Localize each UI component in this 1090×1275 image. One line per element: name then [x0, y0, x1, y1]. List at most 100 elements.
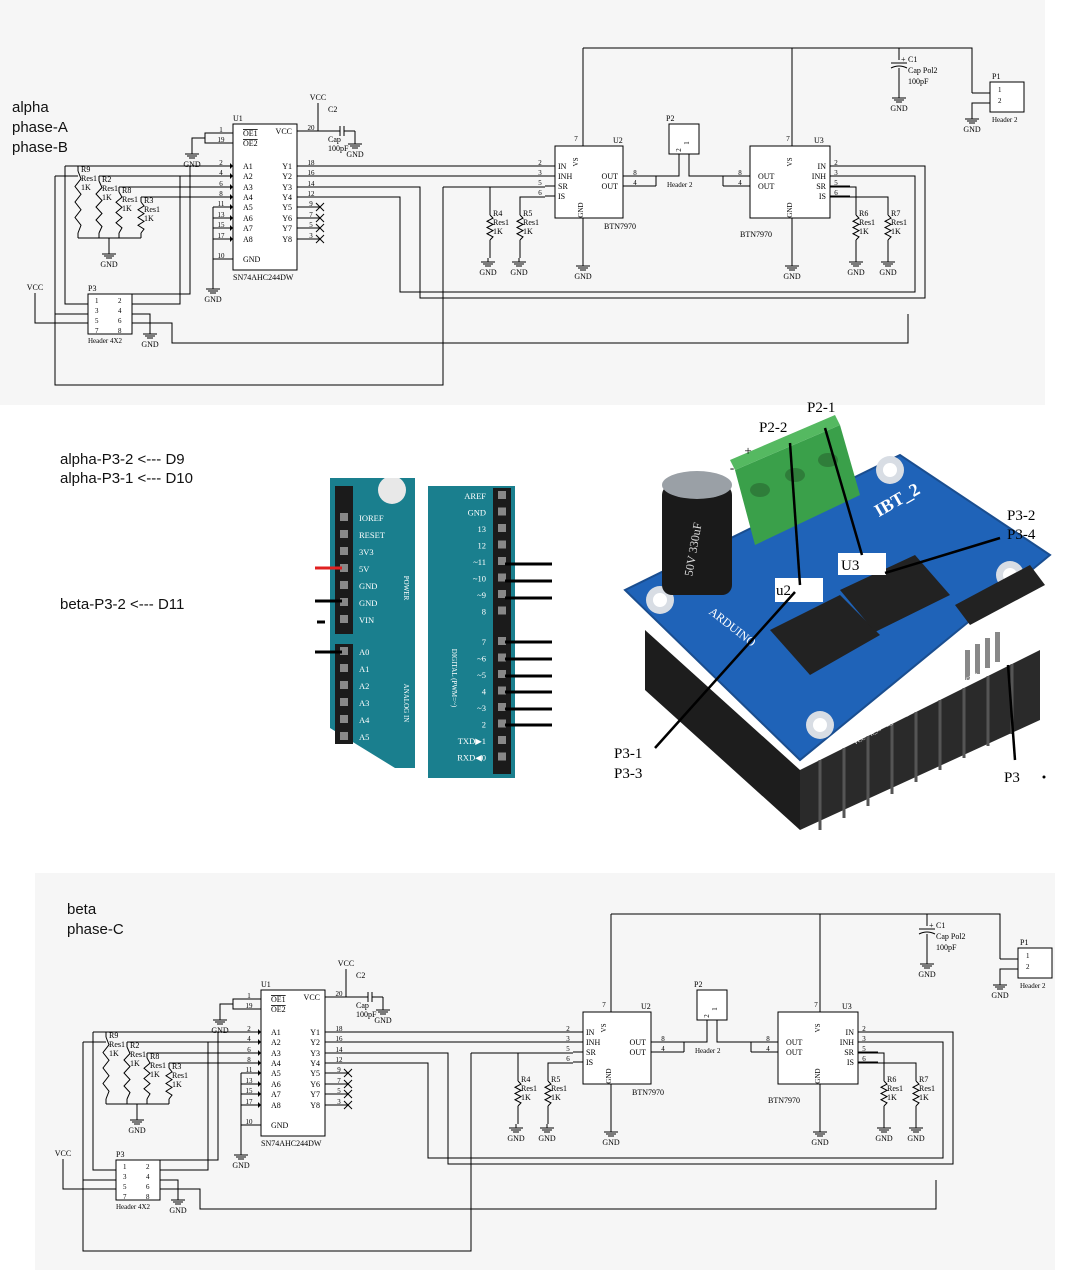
u2-pin-number: 4 — [661, 1045, 665, 1053]
header-pin — [995, 632, 1000, 662]
u1-pin-name: VCC — [304, 993, 320, 1002]
no-connect — [343, 1079, 353, 1089]
c1-plus: + — [929, 921, 934, 930]
header-pin — [965, 650, 970, 680]
digital-pin-label: TXD▶1 — [458, 736, 486, 746]
note-phase-b: phase-B — [12, 139, 68, 156]
header-pin — [340, 647, 348, 655]
resistor-value: 1K — [150, 1070, 160, 1079]
power-pin-label: 5V — [359, 564, 370, 574]
u2-pin-name: IN — [558, 162, 567, 171]
p3-body — [115, 1159, 161, 1201]
u3-ref: U3 — [842, 1002, 852, 1011]
resistor-symbol — [485, 214, 495, 241]
resistor-ref: R8 — [150, 1052, 159, 1061]
wire — [54, 176, 444, 386]
wire — [219, 1003, 233, 1016]
resistor-type: Res1 — [887, 1084, 903, 1093]
digital-pin-label: 7 — [482, 637, 486, 647]
wire — [160, 1041, 241, 1171]
u3-pin-number: 2 — [862, 1025, 866, 1033]
u1-pin-name: A5 — [271, 1069, 281, 1078]
gnd-label: GND — [100, 260, 118, 269]
u2-pin-name: IS — [586, 1058, 593, 1067]
mapping-alpha-p3-1: alpha-P3-1 <--- D10 — [60, 470, 193, 487]
u3-pin-name: IN — [818, 162, 827, 171]
power-header — [335, 486, 353, 634]
u2-pin-number: 3 — [566, 1035, 570, 1043]
wire — [92, 1032, 116, 1171]
p2-ref: P2 — [694, 980, 702, 989]
chip-u2 — [770, 595, 880, 675]
analog-pin-label: A1 — [359, 664, 369, 674]
analog-pin-label: A0 — [359, 647, 369, 657]
resistor-type: Res1 — [523, 218, 539, 227]
p3-pin-number: 5 — [95, 317, 99, 325]
u2-pin-name: SR — [558, 182, 568, 191]
gnd-label: GND — [963, 125, 981, 134]
label-p3-2: P3-2 — [1007, 508, 1035, 524]
note-alpha: alpha — [12, 99, 49, 116]
digital-header — [493, 488, 511, 774]
u2-pin-number: 7 — [602, 1001, 606, 1009]
gnd-label: GND — [169, 1206, 187, 1215]
label-u2: u2 — [776, 583, 791, 599]
digital-pin-label: 4 — [482, 687, 487, 697]
u1-pin-name: Y3 — [282, 183, 292, 192]
wire — [132, 313, 151, 330]
u3-body — [749, 145, 831, 219]
resistor-ref: R4 — [521, 1075, 530, 1084]
resistor-ref: R6 — [887, 1075, 896, 1084]
u1-ref: U1 — [233, 114, 243, 123]
u1-pin-name: A8 — [243, 235, 253, 244]
u1-pin-name: A5 — [243, 203, 253, 212]
power-pin-label: VIN — [359, 615, 374, 625]
c1-plus: + — [901, 55, 906, 64]
u1-pin-number: 8 — [247, 1056, 251, 1064]
u3-part: BTN7970 — [740, 230, 772, 239]
c2-value: 100pF — [356, 1010, 377, 1019]
header-pin — [340, 513, 348, 521]
u3-pin-number: 8 — [766, 1035, 770, 1043]
u1-pin-name: Y5 — [310, 1069, 320, 1078]
u3-pin-number: 5 — [834, 179, 838, 187]
wire — [868, 1180, 937, 1210]
u2-pin-number: 3 — [538, 169, 542, 177]
c2-value: 100pF — [328, 144, 349, 153]
u2-pin-number: 8 — [633, 169, 637, 177]
header-pin — [498, 703, 506, 711]
resistor-value: 1K — [551, 1093, 561, 1102]
p3-part: Header 4X2 — [116, 1203, 151, 1211]
wire — [132, 165, 213, 295]
resistor-ref: R5 — [551, 1075, 560, 1084]
pin-arrow — [230, 215, 233, 221]
u1-pin-name: A8 — [271, 1101, 281, 1110]
analog-pin-label: A4 — [359, 715, 370, 725]
u1-pin-name: Y2 — [310, 1038, 320, 1047]
u1-pin-number: 12 — [336, 1056, 344, 1064]
u2-ref: U2 — [641, 1002, 651, 1011]
resistor-symbol — [515, 214, 525, 241]
u1-part: SN74AHC244DW — [261, 1139, 322, 1148]
u1-pin-number: 1 — [219, 126, 223, 134]
header-pin — [340, 681, 348, 689]
u1-pin-number: 6 — [219, 180, 223, 188]
wire — [684, 1020, 708, 1043]
wire — [160, 1031, 241, 1161]
capacitor — [662, 485, 732, 595]
resistor-symbol — [911, 1080, 921, 1107]
wire — [320, 165, 926, 299]
resistor-type: Res1 — [919, 1084, 935, 1093]
wire — [830, 186, 857, 210]
u1-pin-name: Y8 — [282, 235, 292, 244]
resistor-value: 1K — [102, 193, 112, 202]
resistor-ref: R2 — [130, 1041, 139, 1050]
p3-ref: P3 — [116, 1150, 124, 1159]
wire — [716, 1020, 778, 1043]
u1-pin-number: 6 — [247, 1046, 251, 1054]
u1-pin-number: 13 — [218, 211, 226, 219]
gnd-label: GND — [991, 991, 1009, 1000]
u1-pin-name: GND — [243, 255, 261, 264]
gnd-label: GND — [879, 268, 897, 277]
digital-pin-label: 13 — [478, 524, 487, 534]
